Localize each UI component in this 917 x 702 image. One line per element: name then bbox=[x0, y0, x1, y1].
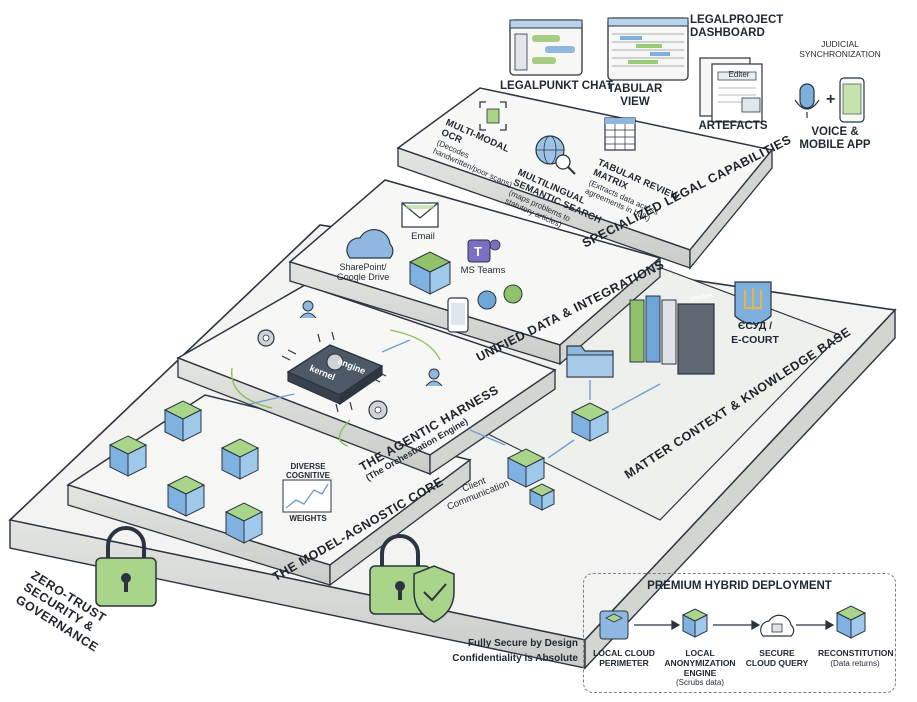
review-matrix-icon bbox=[604, 117, 636, 151]
reconstitution-cube-icon bbox=[835, 605, 867, 639]
pipeline-arrows bbox=[634, 619, 835, 631]
chat-window-icon bbox=[509, 19, 583, 76]
svg-text:+: + bbox=[826, 91, 835, 108]
deploy-step-label: RECONSTITUTION bbox=[818, 648, 894, 658]
email-envelope-icon bbox=[401, 202, 439, 228]
deploy-step-label: SECURE CLOUD QUERY bbox=[745, 648, 809, 668]
svg-text:T: T bbox=[474, 244, 482, 259]
secure-cloud-icon bbox=[760, 614, 795, 637]
teams-label: MS Teams bbox=[460, 265, 506, 276]
cloud-drive-icon bbox=[346, 229, 394, 259]
gear-icon bbox=[257, 329, 275, 347]
ecourt-label-line2: E-COURT bbox=[731, 334, 779, 346]
specialized-slab bbox=[396, 87, 774, 270]
deploy-step-1: LOCAL CLOUD PERIMETER bbox=[588, 648, 660, 669]
ecourt-label-line1: ЄСУД / bbox=[737, 320, 773, 332]
semantic-search-globe-icon bbox=[535, 135, 576, 175]
deploy-step-sub: (Data returns) bbox=[830, 658, 880, 668]
model-cube-icons bbox=[108, 400, 264, 544]
agent-avatar-icon bbox=[425, 368, 443, 387]
sharepoint-label: SharePoint/ Google Drive bbox=[336, 262, 390, 283]
deploy-step-label: LOCAL ANONYMIZATION ENGINE bbox=[664, 648, 736, 678]
knowledge-cube-icon bbox=[570, 402, 610, 442]
email-label: Email bbox=[411, 231, 435, 242]
whatsapp-icon bbox=[503, 284, 523, 304]
local-cloud-icon bbox=[599, 610, 629, 640]
orchestration-flow-arrows bbox=[231, 329, 441, 447]
dashboard-label: LEGALPROJECT DASHBOARD bbox=[690, 14, 784, 40]
deploy-step-4: RECONSTITUTION (Data returns) bbox=[818, 648, 894, 668]
padlock-icon bbox=[95, 526, 157, 607]
voice-mobile-label: VOICE & MOBILE APP bbox=[799, 126, 871, 152]
agent-avatar-icon bbox=[299, 300, 317, 319]
editor-tag: Editer bbox=[728, 70, 750, 79]
security-note-line1: Fully Secure by Design bbox=[467, 638, 578, 649]
deploy-step-3: SECURE CLOUD QUERY bbox=[744, 648, 810, 669]
diverse-cognitive-label: DIVERSE COGNITIVE bbox=[285, 462, 330, 481]
weights-label: WEIGHTS bbox=[289, 514, 327, 523]
deployment-title: PREMIUM HYBRID DEPLOYMENT bbox=[647, 580, 832, 592]
anonymization-cube-icon bbox=[681, 608, 709, 638]
integration-hub-cube-icon bbox=[408, 251, 452, 295]
phone-icon bbox=[447, 297, 469, 333]
folder-icon bbox=[566, 345, 614, 378]
deploy-step-2: LOCAL ANONYMIZATION ENGINE (Scrubs data) bbox=[664, 648, 736, 688]
ocr-scan-icon bbox=[479, 101, 507, 131]
coat-of-arms-icon bbox=[734, 281, 772, 325]
deploy-step-label: LOCAL CLOUD PERIMETER bbox=[593, 648, 655, 668]
shield-check-icon bbox=[413, 565, 455, 623]
artefacts-icon bbox=[699, 57, 763, 123]
telegram-icon bbox=[477, 290, 497, 310]
voice-mobile-icon: + bbox=[794, 77, 865, 123]
artefacts-label: ARTEFACTS bbox=[698, 120, 768, 132]
knowledge-flow-arrows bbox=[469, 380, 661, 459]
small-cube-icon bbox=[528, 483, 556, 511]
teams-icon: T bbox=[467, 239, 501, 263]
kernel-engine-chip bbox=[281, 331, 387, 413]
weights-chart-icon bbox=[282, 479, 332, 513]
tabular-window-icon bbox=[607, 17, 689, 81]
gear-icon bbox=[368, 400, 388, 420]
binders-icon bbox=[629, 295, 715, 375]
legalpunkt-chat-label: LEGALPUNKT CHAT bbox=[500, 80, 613, 92]
tabular-view-label: TABULAR VIEW bbox=[607, 83, 663, 109]
hybrid-deployment-panel: PREMIUM HYBRID DEPLOYMENT LOCAL CLOUD PE… bbox=[583, 573, 896, 693]
deploy-step-sub: (Scrubs data) bbox=[675, 678, 725, 688]
judicial-sync-label: JUDICIAL SYNCHRONIZATION bbox=[799, 39, 881, 59]
client-cube-icon bbox=[506, 448, 546, 488]
security-note-line2: Confidentiality is Absolute bbox=[452, 653, 578, 664]
